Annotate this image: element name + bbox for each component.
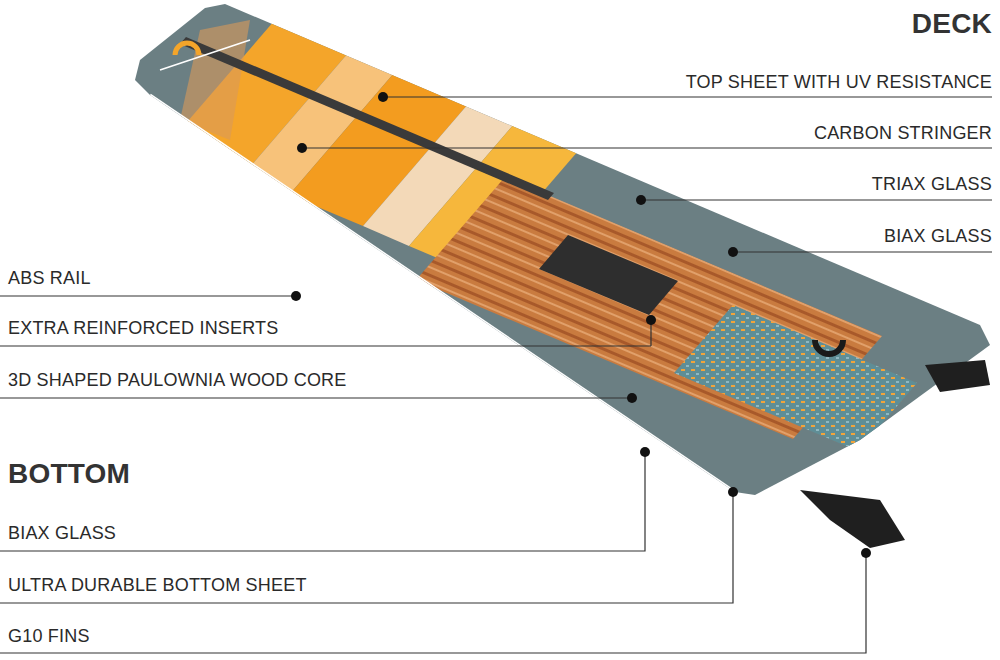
part-label: TRIAX GLASS [872, 174, 992, 194]
part-label: CARBON STRINGER [814, 123, 992, 143]
leader-dots [291, 92, 871, 558]
part-label: 3D SHAPED PAULOWNIA WOOD CORE [8, 370, 347, 390]
leader-lines [0, 97, 992, 653]
part-label: BIAX GLASS [884, 226, 992, 246]
section-heading: DECK [912, 8, 992, 40]
part-label: BIAX GLASS [8, 523, 116, 543]
part-label: G10 FINS [8, 626, 90, 646]
part-label: TOP SHEET WITH UV RESISTANCE [686, 72, 992, 92]
fin [925, 360, 990, 392]
section-heading: BOTTOM [8, 458, 130, 490]
part-label: ULTRA DURABLE BOTTOM SHEET [8, 575, 307, 595]
fin [800, 490, 905, 548]
part-label: ABS RAIL [8, 268, 91, 288]
part-label: EXTRA REINFORCED INSERTS [8, 318, 279, 338]
